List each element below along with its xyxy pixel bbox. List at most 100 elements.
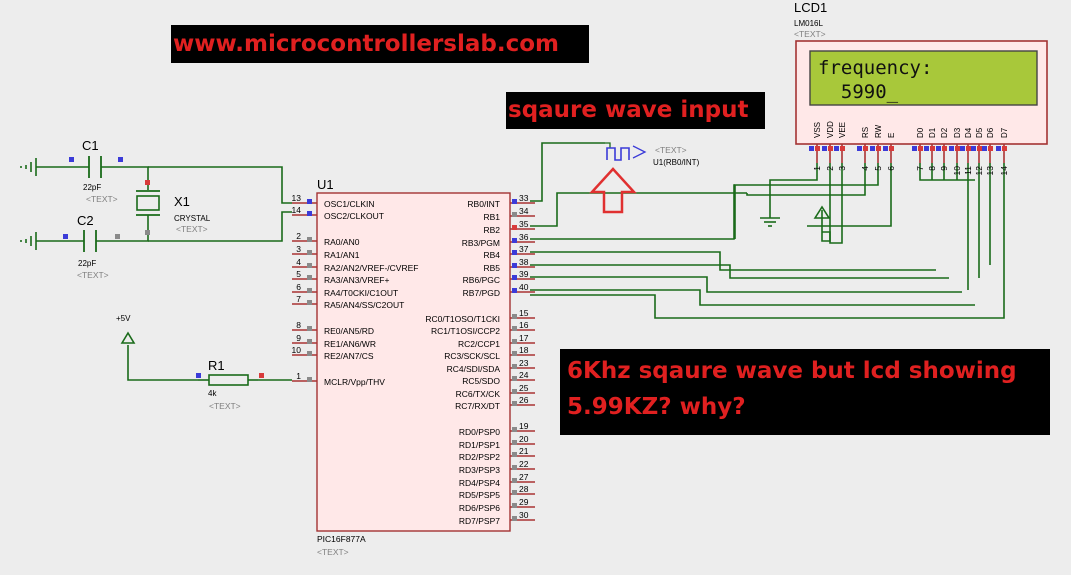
- lcd-pin-label: D1: [928, 127, 937, 138]
- website-banner: www.microcontrollerslab.com: [171, 25, 589, 63]
- mcu-pin-marker: [512, 225, 517, 230]
- mcu-pin-label: RC0/T1OSO/T1CKI: [425, 314, 500, 324]
- mcu-pin-number: 18: [519, 345, 529, 355]
- c2-value: 22pF: [78, 259, 96, 268]
- generator-label: U1(RB0/INT): [653, 158, 700, 167]
- mcu-pin-marker: [307, 326, 312, 331]
- lcd-pin-marker: [912, 146, 917, 151]
- power-5v[interactable]: +5V: [116, 314, 136, 344]
- mcu-pin-number: 6: [296, 282, 301, 292]
- mcu-pin-label: RA4/T0CKI/C1OUT: [324, 288, 398, 298]
- mcu-pin-marker: [307, 288, 312, 293]
- mcu-pin-marker: [307, 237, 312, 242]
- mcu-pin-number: 25: [519, 383, 529, 393]
- mcu-pin-marker: [512, 401, 517, 406]
- mcu-pin-marker: [307, 199, 312, 204]
- mcu-pin-label: RB0/INT: [467, 199, 500, 209]
- mcu-part: PIC16F877A: [317, 534, 366, 544]
- lcd-pin-marker: [949, 146, 954, 151]
- mcu-pin-number: 14: [292, 205, 302, 215]
- mcu-pin-number: 8: [296, 320, 301, 330]
- mcu-pin-marker: [512, 465, 517, 470]
- mcu-pin-label: MCLR/Vpp/THV: [324, 377, 385, 387]
- lcd-pin-number: 8: [927, 166, 937, 171]
- mcu-pin-marker: [512, 212, 517, 217]
- mcu-pin-marker: [512, 364, 517, 369]
- mcu-pin-number: 39: [519, 269, 529, 279]
- mcu-pin-label: RA0/AN0: [324, 237, 360, 247]
- ground-symbol-c1: [20, 158, 37, 176]
- mcu-pin-label: RC3/SCK/SCL: [444, 351, 500, 361]
- mcu-pin-marker: [512, 326, 517, 331]
- mcu-pin-number: 4: [296, 257, 301, 267]
- mcu-pin-number: 35: [519, 219, 529, 229]
- lcd-pin-marker: [883, 146, 888, 151]
- lcd-pin-marker: [955, 146, 960, 151]
- lcd-pin-label: D4: [964, 127, 973, 138]
- mcu-pin-marker: [307, 300, 312, 305]
- mcu-u1[interactable]: U1 PIC16F877A <TEXT> 13OSC1/CLKIN14OSC2/…: [292, 177, 535, 557]
- lcd-pin-label: D0: [916, 127, 925, 138]
- mcu-pin-marker: [512, 288, 517, 293]
- capacitor-c2[interactable]: C2 22pF <TEXT>: [63, 213, 120, 280]
- lcd-pin-marker: [815, 146, 820, 151]
- mcu-pin-marker: [512, 250, 517, 255]
- mcu-pin-marker: [307, 275, 312, 280]
- lcd-pin-marker: [889, 146, 894, 151]
- mcu-pin-number: 26: [519, 395, 529, 405]
- mcu-pin-label: RA1/AN1: [324, 250, 360, 260]
- lcd-pin-label: RS: [861, 127, 870, 138]
- mcu-pin-marker: [512, 516, 517, 521]
- mcu-pin-number: 29: [519, 497, 529, 507]
- lcd-pin-number: 4: [860, 166, 870, 171]
- mcu-pin-label: RC7/RX/DT: [455, 401, 500, 411]
- lcd-pin-marker: [840, 146, 845, 151]
- mcu-pin-marker: [512, 238, 517, 243]
- x1-text: <TEXT>: [176, 224, 208, 234]
- lcd-pin-number: 2: [825, 166, 835, 171]
- mcu-pin-number: 23: [519, 358, 529, 368]
- mcu-pin-number: 27: [519, 472, 529, 482]
- lcd-pin-marker: [828, 146, 833, 151]
- mcu-pin-number: 21: [519, 446, 529, 456]
- mcu-pin-label: RD0/PSP0: [459, 427, 500, 437]
- c2-text: <TEXT>: [77, 270, 109, 280]
- mcu-pin-number: 15: [519, 308, 529, 318]
- square-wave-generator[interactable]: <TEXT> U1(RB0/INT): [589, 142, 700, 214]
- lcd-pin-marker: [809, 146, 814, 151]
- lcd-pin-number: 11: [963, 166, 973, 175]
- mcu-pin-number: 1: [296, 371, 301, 381]
- mcu-pin-marker: [512, 490, 517, 495]
- c1-value: 22pF: [83, 183, 101, 192]
- mcu-right-pins: 33RB0/INT34RB135RB236RB3/PGM37RB438RB539…: [425, 193, 535, 526]
- mcu-left-pins: 13OSC1/CLKIN14OSC2/CLKOUT2RA0/AN03RA1/AN…: [292, 193, 419, 387]
- arrow-up-icon: [589, 167, 637, 214]
- mcu-pin-label: RD2/PSP2: [459, 452, 500, 462]
- resistor-r1[interactable]: R1 4k <TEXT>: [196, 358, 264, 411]
- crystal-x1[interactable]: X1 CRYSTAL <TEXT>: [136, 175, 211, 235]
- mcu-pin-marker: [307, 377, 312, 382]
- lcd-pin-marker: [863, 146, 868, 151]
- lcd-lm016l[interactable]: LCD1 LM016L <TEXT> frequency: 5990_ VSS1…: [794, 0, 1048, 176]
- c1-text: <TEXT>: [86, 194, 118, 204]
- power-label: +5V: [116, 314, 131, 323]
- mcu-text: <TEXT>: [317, 547, 349, 557]
- question-banner: 6Khz sqaure wave but lcd showing 5.99KZ?…: [560, 349, 1050, 435]
- mcu-pin-number: 37: [519, 244, 529, 254]
- mcu-pin-marker: [512, 376, 517, 381]
- lcd-pin-marker: [936, 146, 941, 151]
- lcd-pin-marker: [918, 146, 923, 151]
- mcu-pin-label: RC4/SDI/SDA: [447, 364, 501, 374]
- power-symbol-lcd: [813, 205, 831, 219]
- lcd-line2: 5990_: [818, 81, 899, 103]
- lcd-ref: LCD1: [794, 0, 827, 15]
- lcd-pin-number: 13: [985, 166, 995, 176]
- mcu-pin-label: RC1/T1OSI/CCP2: [431, 326, 500, 336]
- mcu-pin-label: RB1: [483, 212, 500, 222]
- mcu-pin-marker: [307, 211, 312, 216]
- capacitor-c1[interactable]: C1 22pF <TEXT>: [69, 138, 123, 204]
- lcd-pin-marker: [982, 146, 987, 151]
- mcu-pin-number: 16: [519, 320, 529, 330]
- mcu-pin-number: 34: [519, 206, 529, 216]
